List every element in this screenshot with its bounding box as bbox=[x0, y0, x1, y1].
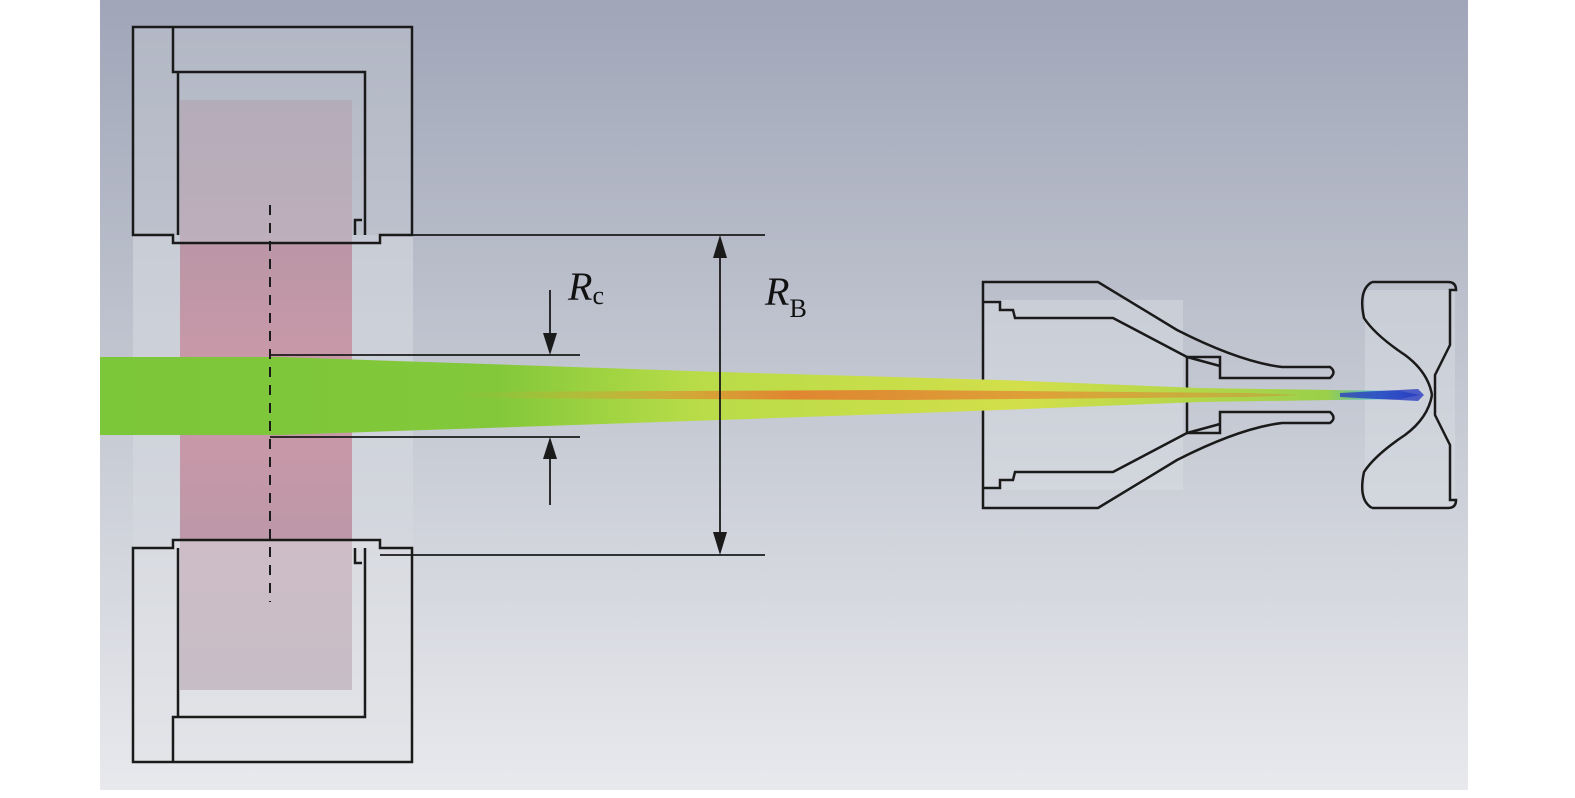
beam-focus-spot bbox=[1340, 389, 1424, 401]
rb-dimension bbox=[380, 234, 765, 556]
rb-label: RB bbox=[764, 269, 807, 323]
target-electrode bbox=[1361, 280, 1458, 510]
rc-dimension bbox=[270, 290, 580, 505]
ion-beam bbox=[100, 357, 1424, 435]
lens-pole-top bbox=[131, 25, 414, 245]
rc-label: Rc bbox=[567, 264, 604, 310]
lens-pole-bottom bbox=[131, 538, 414, 764]
